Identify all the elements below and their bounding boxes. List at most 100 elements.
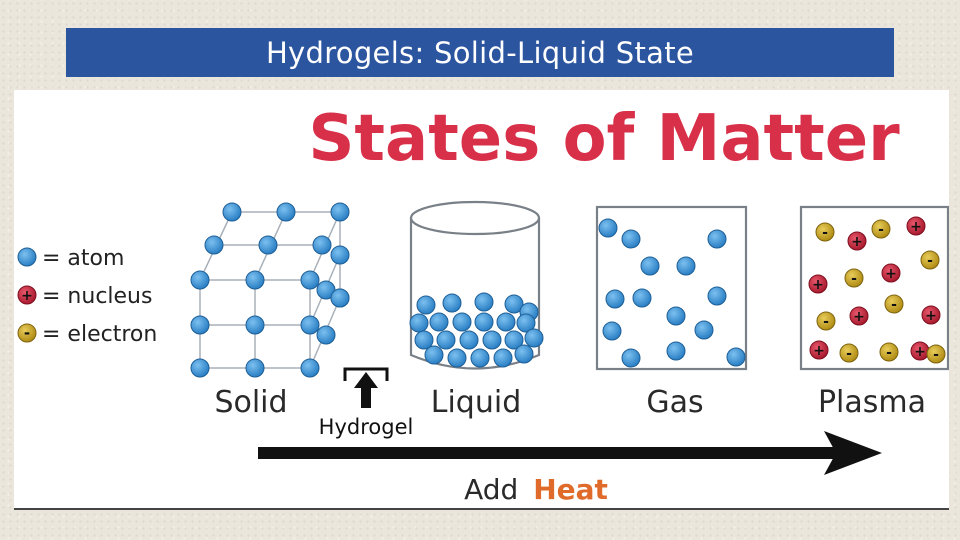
solid-atom xyxy=(316,325,336,345)
gas-atom xyxy=(676,256,696,276)
solid-atom xyxy=(222,202,242,222)
nucleus-legend-symbol: + xyxy=(21,288,33,304)
solid-atom xyxy=(330,245,350,265)
plasma-nucleus xyxy=(808,274,828,294)
plasma-nucleus-symbol: + xyxy=(925,308,937,324)
liquid-atoms xyxy=(409,292,544,368)
solid-atom xyxy=(300,270,320,290)
plasma-nucleus-symbol: + xyxy=(853,309,865,325)
liquid-atom xyxy=(524,328,544,348)
gas-atom xyxy=(666,341,686,361)
plasma-electron xyxy=(920,250,940,270)
plasma-electron xyxy=(879,342,899,362)
gas-atom xyxy=(621,229,641,249)
electron-legend-symbol: - xyxy=(24,324,30,342)
solid-atom xyxy=(258,235,278,255)
liquid-atom xyxy=(474,292,494,312)
plasma-electron xyxy=(815,222,835,242)
liquid-label: Liquid xyxy=(431,385,521,420)
plasma-nucleus xyxy=(809,340,829,360)
plasma-particles: -+-+-++--+-++--+- xyxy=(808,216,946,364)
liquid-atom xyxy=(516,313,536,333)
solid-atom xyxy=(190,315,210,335)
atom-legend-label: = atom xyxy=(42,246,124,271)
liquid-atom xyxy=(482,330,502,350)
plasma-electron-symbol: - xyxy=(933,347,939,363)
plasma-electron xyxy=(884,294,904,314)
gas-atom xyxy=(707,229,727,249)
solid-atom xyxy=(330,202,350,222)
nucleus-legend-icon xyxy=(17,285,37,305)
solid-atom xyxy=(312,235,332,255)
up-arrow-icon xyxy=(354,372,378,408)
plasma-nucleus xyxy=(921,305,941,325)
gas-atom xyxy=(640,256,660,276)
liquid-atom xyxy=(447,348,467,368)
liquid-atom xyxy=(504,330,524,350)
solid-label: Solid xyxy=(214,385,287,420)
gas-atom xyxy=(707,286,727,306)
solid-atom xyxy=(204,235,224,255)
solid-atom xyxy=(190,270,210,290)
liquid-atom xyxy=(493,348,513,368)
diagram-heading: States of Matter xyxy=(308,102,900,176)
solid-atom xyxy=(330,288,350,308)
plasma-nucleus xyxy=(847,231,867,251)
solid-atom xyxy=(245,358,265,378)
plasma-nucleus-symbol: + xyxy=(914,344,926,360)
solid-atom xyxy=(245,315,265,335)
plasma-electron-symbol: - xyxy=(822,225,828,241)
electron-legend-label: = electron xyxy=(42,322,157,347)
solid-atom xyxy=(276,202,296,222)
nucleus-legend-label: = nucleus xyxy=(42,284,152,309)
plasma-electron-symbol: - xyxy=(927,253,933,269)
liquid-atom xyxy=(496,312,516,332)
liquid-atom xyxy=(452,312,472,332)
gas-atom xyxy=(598,218,618,238)
liquid-atom xyxy=(414,330,434,350)
hydrogel-marker: Hydrogel xyxy=(319,367,414,439)
plasma-nucleus xyxy=(849,306,869,326)
liquid-atom xyxy=(424,345,444,365)
add-label: Add xyxy=(464,473,518,506)
gas-atoms xyxy=(598,218,746,368)
hydrogel-label: Hydrogel xyxy=(319,415,414,439)
atom-legend-icon xyxy=(17,247,37,267)
solid-atom xyxy=(190,358,210,378)
gas-atom xyxy=(621,348,641,368)
plasma-nucleus-symbol: + xyxy=(812,277,824,293)
liquid-atom xyxy=(429,312,449,332)
liquid-atom xyxy=(514,344,534,364)
plasma-electron xyxy=(816,311,836,331)
add-heat-arrow xyxy=(258,431,882,475)
plasma-electron-symbol: - xyxy=(878,222,884,238)
electron-legend-icon xyxy=(17,323,37,343)
gas-atom xyxy=(666,306,686,326)
plasma-electron xyxy=(871,219,891,239)
gas-atom xyxy=(605,289,625,309)
solid-atom xyxy=(300,315,320,335)
solid-atom xyxy=(245,270,265,290)
plasma-electron-symbol: - xyxy=(891,297,897,313)
liquid-atom xyxy=(436,330,456,350)
legend: = atom + = nucleus - = electron xyxy=(17,246,157,347)
plasma-electron-symbol: - xyxy=(851,271,857,287)
liquid-atom xyxy=(459,330,479,350)
plasma-nucleus-symbol: + xyxy=(910,219,922,235)
liquid-atom xyxy=(470,348,490,368)
liquid-atom xyxy=(416,295,436,315)
gas-atom xyxy=(632,288,652,308)
states-of-matter-diagram: States of Matter = atom + = nucleus - = … xyxy=(14,90,949,510)
gas-label: Gas xyxy=(646,385,703,420)
liquid-atom xyxy=(442,293,462,313)
solid-atoms xyxy=(190,202,350,378)
plasma-nucleus-symbol: + xyxy=(851,234,863,250)
plasma-electron xyxy=(926,344,946,364)
plasma-electron-symbol: - xyxy=(846,346,852,362)
plasma-nucleus-symbol: + xyxy=(813,343,825,359)
liquid-atom xyxy=(409,313,429,333)
add-heat-label: Add Heat xyxy=(464,473,608,506)
liquid-atom xyxy=(504,294,524,314)
gas-atom xyxy=(726,347,746,367)
liquid-atom xyxy=(474,312,494,332)
